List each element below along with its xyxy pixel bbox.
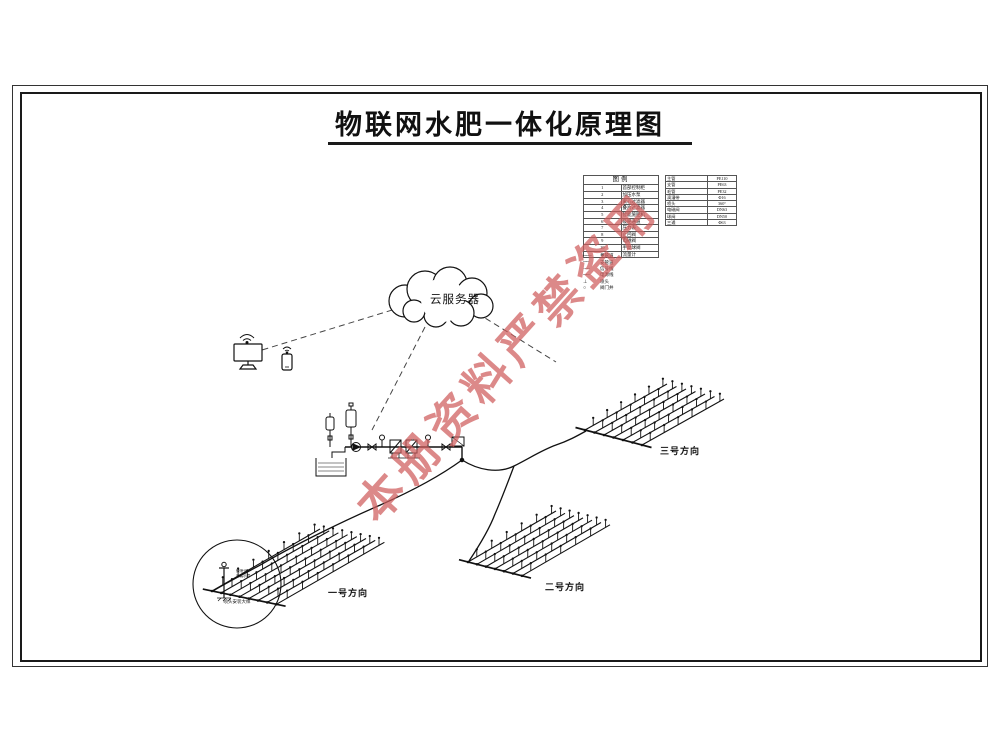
field2-label: 二号方向 xyxy=(544,582,585,592)
line-symbol-row: ⊥喷头 xyxy=(583,278,609,285)
field3-label: 三号方向 xyxy=(659,446,700,456)
callout-ground-hatch xyxy=(217,597,232,602)
detail-callout xyxy=(192,539,282,629)
pipe-to-field2 xyxy=(468,465,515,562)
fertilizer-tank-b xyxy=(345,409,357,428)
water-basin xyxy=(315,458,347,477)
title-underline xyxy=(328,142,692,145)
line-symbol-legend: ───主管道─ ─支管道┄┄┄信号线─·─电源线⊥喷头○阀门井 xyxy=(583,253,647,291)
callout-circle xyxy=(192,539,282,629)
phone-icon xyxy=(281,353,293,371)
cloud-shape xyxy=(388,266,494,328)
line-symbol-row: ┄┄┄信号线 xyxy=(583,265,614,272)
filter-disc xyxy=(405,439,418,454)
fertilizer-tank-a xyxy=(325,416,335,431)
wifi-icon-monitor xyxy=(239,334,255,344)
monitor-icon xyxy=(233,343,263,370)
injector-valve-a xyxy=(327,435,333,441)
water-hatch xyxy=(318,462,344,472)
controller-box xyxy=(451,436,465,447)
head-station-equipment xyxy=(315,402,465,477)
pipe-to-field1 xyxy=(212,459,463,592)
callout-note-line1: 微喷头 xyxy=(236,569,247,573)
link-cloud-field xyxy=(476,312,557,363)
link-cloud-monitor xyxy=(261,306,403,351)
pipe-junction xyxy=(459,457,465,463)
injector-valve-b xyxy=(348,434,354,440)
field-grid xyxy=(202,523,385,608)
callout-note: 微喷头 安装示意 xyxy=(236,569,272,578)
pressure-gauge-icon xyxy=(379,434,385,441)
link-cloud-station xyxy=(371,326,426,431)
line-symbol-row: ─·─电源线 xyxy=(583,272,614,278)
valve-icon-2 xyxy=(441,443,451,451)
stirrer-motor xyxy=(348,402,354,407)
wireless-link-lines xyxy=(261,306,557,431)
line-symbol-row: ─ ─支管道 xyxy=(583,259,614,266)
suction-pipe xyxy=(331,447,346,458)
pipe-network xyxy=(212,430,587,592)
irrigation-fields xyxy=(202,377,725,608)
callout-sprinkler-head xyxy=(221,561,227,568)
pump-rotor xyxy=(352,443,362,451)
line-symbol-row: ───主管道 xyxy=(583,253,614,259)
pipe-to-field3 xyxy=(461,430,587,471)
field-grid xyxy=(458,504,611,579)
line-symbol-row: ○阀门井 xyxy=(583,285,614,291)
cloud-server-label: 云服务器 xyxy=(430,294,480,306)
filter-centrifugal xyxy=(389,439,402,454)
sheet-border-inner xyxy=(20,92,982,662)
field-grid xyxy=(575,377,725,449)
callout-label: 喷头安装大样 xyxy=(223,599,251,604)
sheet-border-outer xyxy=(12,85,988,667)
pressure-gauge-icon-2 xyxy=(425,434,431,441)
wifi-icon-phone xyxy=(282,346,292,354)
drawing-title: 物联网水肥一体化原理图 xyxy=(335,110,665,140)
legend-title: 图例 xyxy=(583,174,659,186)
callout-note-line2: 安装示意 xyxy=(236,573,251,578)
valve-icon xyxy=(367,443,377,451)
field1-label: 一号方向 xyxy=(327,588,368,598)
